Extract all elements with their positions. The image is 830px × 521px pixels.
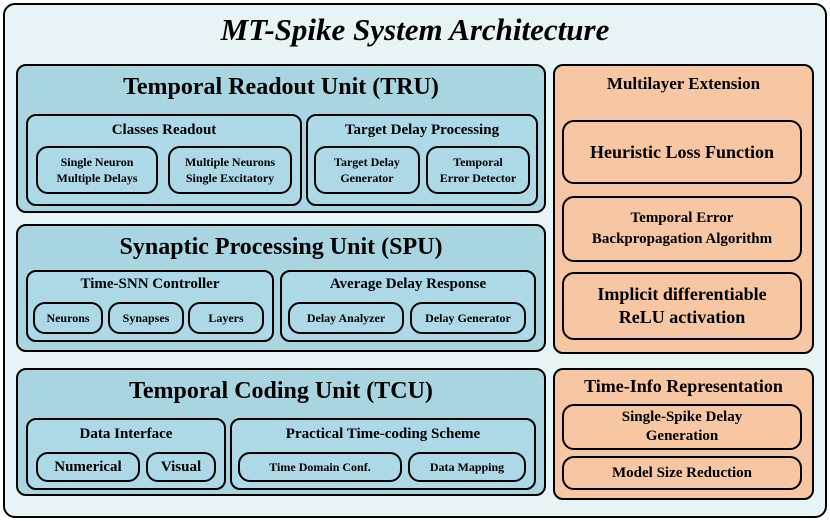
multilayer-extension-panel: Multilayer Extension Heuristic Loss Func… <box>553 64 814 354</box>
numerical-box: Numerical <box>36 452 140 482</box>
temporal-error-detector-box: Temporal Error Detector <box>426 146 530 194</box>
multiple-neurons-single-excitatory-box: Multiple Neurons Single Excitatory <box>168 146 292 194</box>
visual-box: Visual <box>146 452 216 482</box>
tru-title: Temporal Readout Unit (TRU) <box>123 74 439 100</box>
neurons-box: Neurons <box>33 302 103 334</box>
time-info-representation-panel: Time-Info Representation Single-Spike De… <box>553 368 814 500</box>
spu-unit: Synaptic Processing Unit (SPU) Time-SNN … <box>16 224 546 352</box>
single-neuron-multiple-delays-box: Single Neuron Multiple Delays <box>36 146 158 194</box>
heuristic-loss-function-box: Heuristic Loss Function <box>562 120 802 184</box>
delay-analyzer-box: Delay Analyzer <box>288 302 404 334</box>
temporal-error-backpropagation-box: Temporal Error Backpropagation Algorithm <box>562 196 802 262</box>
multilayer-extension-title: Multilayer Extension <box>606 74 761 93</box>
time-coding-scheme-title: Practical Time-coding Scheme <box>285 426 481 442</box>
synapses-box: Synapses <box>108 302 184 334</box>
classes-readout-title: Classes Readout <box>111 122 217 138</box>
delay-generator-box: Delay Generator <box>410 302 526 334</box>
implicit-relu-activation-box: Implicit differentiable ReLU activation <box>562 272 802 340</box>
layers-box: Layers <box>188 302 264 334</box>
average-delay-response-title: Average Delay Response <box>329 276 487 292</box>
data-interface-group: Data Interface Numerical Visual <box>26 418 226 490</box>
classes-readout-group: Classes Readout Single Neuron Multiple D… <box>26 114 302 206</box>
time-coding-scheme-group: Practical Time-coding Scheme Time Domain… <box>230 418 536 490</box>
tru-unit: Temporal Readout Unit (TRU) Classes Read… <box>16 64 546 213</box>
single-spike-delay-generation-box: Single-Spike Delay Generation <box>562 404 802 450</box>
tcu-unit: Temporal Coding Unit (TCU) Data Interfac… <box>16 368 546 496</box>
average-delay-response-group: Average Delay Response Delay Analyzer De… <box>280 270 536 342</box>
model-size-reduction-box: Model Size Reduction <box>562 456 802 490</box>
diagram-title: MT-Spike System Architecture <box>220 12 610 47</box>
spu-title: Synaptic Processing Unit (SPU) <box>119 234 443 260</box>
target-delay-processing-title: Target Delay Processing <box>344 122 500 138</box>
data-interface-title: Data Interface <box>79 426 173 442</box>
target-delay-generator-box: Target Delay Generator <box>314 146 420 194</box>
time-info-representation-title: Time-Info Representation <box>584 376 783 396</box>
time-snn-controller-group: Time-SNN Controller Neurons Synapses Lay… <box>26 270 274 342</box>
tcu-title: Temporal Coding Unit (TCU) <box>129 378 433 404</box>
data-mapping-box: Data Mapping <box>408 452 526 482</box>
time-domain-conf-box: Time Domain Conf. <box>238 452 402 482</box>
time-snn-controller-title: Time-SNN Controller <box>80 276 220 292</box>
target-delay-processing-group: Target Delay Processing Target Delay Gen… <box>306 114 538 206</box>
